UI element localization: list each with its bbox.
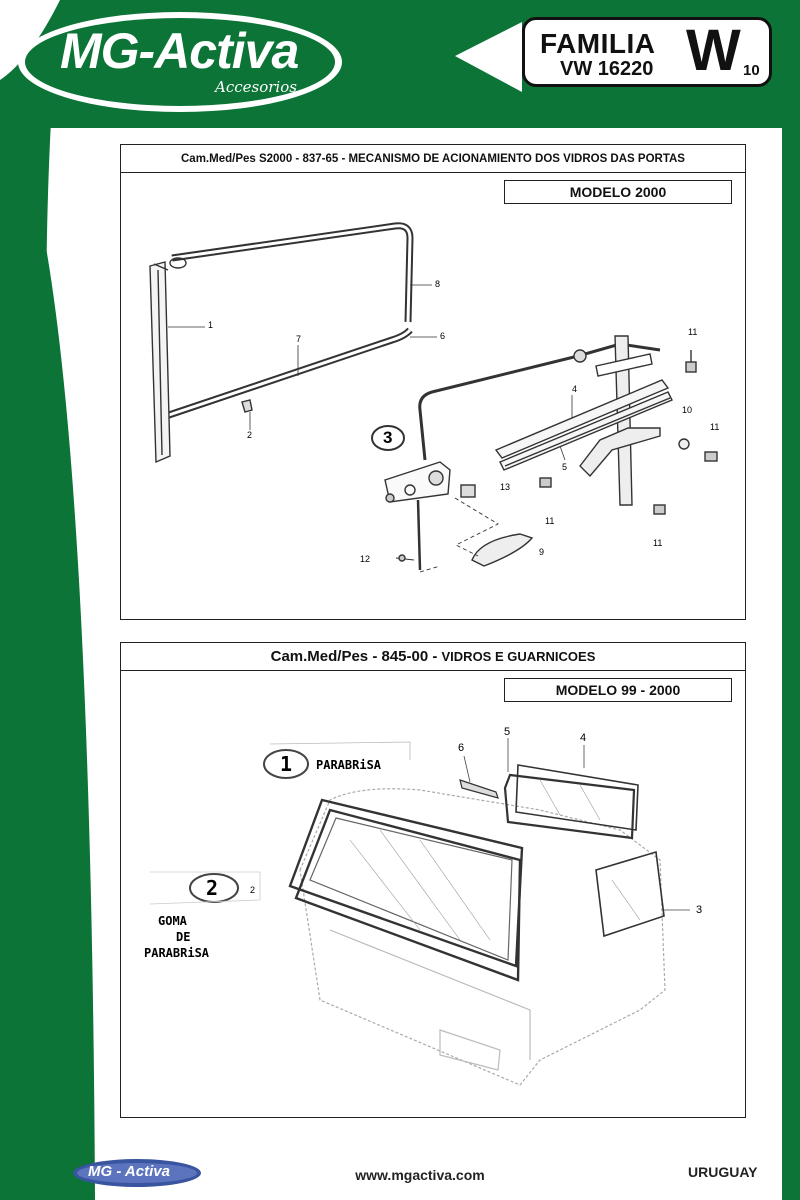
family-model: VW 16220 — [560, 58, 654, 80]
windshield-glass — [288, 798, 524, 968]
callout-11-b: 11 — [710, 422, 720, 432]
callout-12: 12 — [360, 554, 371, 564]
callout-5: 5 — [562, 462, 568, 472]
window-mechanism-diagram — [149, 222, 718, 573]
family-number: 10 — [743, 62, 760, 79]
windshield-seal — [294, 808, 522, 982]
family-label: FAMILIA — [540, 28, 656, 59]
callout-10: 10 — [682, 405, 693, 415]
side-glass — [595, 850, 665, 938]
callout-7: 7 — [296, 334, 302, 344]
nut-part — [460, 484, 476, 498]
callout-9: 9 — [539, 547, 545, 557]
callout-11-a: 11 — [688, 327, 698, 337]
callout-2-6: 6 — [458, 742, 465, 754]
handwritten-goma: GOMA — [158, 914, 187, 928]
callout-2-2: 2 — [250, 885, 256, 895]
lift-plate — [579, 427, 661, 478]
cab-outline — [299, 788, 666, 1086]
panel-1-title: Cam.Med/Pes S2000 - 837-65 - MECANISMO D… — [121, 145, 745, 173]
footer-logo-shape — [73, 1159, 201, 1187]
callout-2-4: 4 — [580, 732, 587, 744]
crank-handle — [471, 533, 534, 567]
callout-11-c: 11 — [545, 516, 555, 526]
circle-1 — [263, 749, 309, 779]
family-letter: W — [686, 18, 741, 83]
callout-1: 1 — [208, 320, 214, 330]
panel-window-mechanism: Cam.Med/Pes S2000 - 837-65 - MECANISMO D… — [120, 144, 746, 620]
handwritten-2: 2 — [206, 876, 219, 900]
callout-13: 13 — [500, 482, 511, 492]
callout-6: 6 — [440, 331, 446, 341]
brand-tagline: Accesorios — [215, 78, 297, 96]
footer-url[interactable]: www.mgactiva.com — [355, 1167, 485, 1183]
panel-2-title-code: Cam.Med/Pes - 845-00 - — [270, 648, 442, 665]
lift-channel — [494, 379, 670, 459]
callout-8: 8 — [435, 279, 441, 289]
panel-1-model: MODELO 2000 — [504, 180, 732, 204]
handwritten-1: 1 — [280, 752, 293, 776]
panel-2-title: Cam.Med/Pes - 845-00 - VIDROS E GUARNICO… — [121, 643, 745, 671]
callout-2-5: 5 — [504, 726, 511, 738]
clip-part — [241, 399, 253, 413]
wedge-tool — [459, 779, 499, 799]
footer-country: URUGUAY — [688, 1164, 758, 1180]
screw-part — [539, 350, 718, 515]
handwritten-parabrisa: PARABRiSA — [316, 758, 382, 772]
callout-3: 3 — [383, 428, 393, 447]
family-box — [522, 17, 772, 87]
windshield-diagram — [149, 738, 690, 1086]
panel-2-model: MODELO 99 - 2000 — [504, 678, 732, 702]
callout-2: 2 — [247, 430, 253, 440]
panel-2-title-desc: VIDROS E GUARNICOES — [441, 649, 596, 664]
handwritten-de: DE — [176, 930, 191, 944]
callout-2-3: 3 — [696, 904, 703, 916]
rear-window-seal — [503, 773, 636, 840]
callout-4: 4 — [572, 384, 578, 394]
regulator-rod — [418, 342, 661, 461]
rear-window-glass — [515, 764, 639, 831]
callout-11-d: 11 — [653, 538, 663, 548]
brand-logo[interactable]: MG-Activa — [60, 23, 299, 79]
panel-glass-seals: Cam.Med/Pes - 845-00 - VIDROS E GUARNICO… — [120, 642, 746, 1118]
handwritten-parabrisa-2: PARABRiSA — [144, 946, 210, 960]
footer-logo[interactable]: MG - Activa — [88, 1163, 170, 1180]
